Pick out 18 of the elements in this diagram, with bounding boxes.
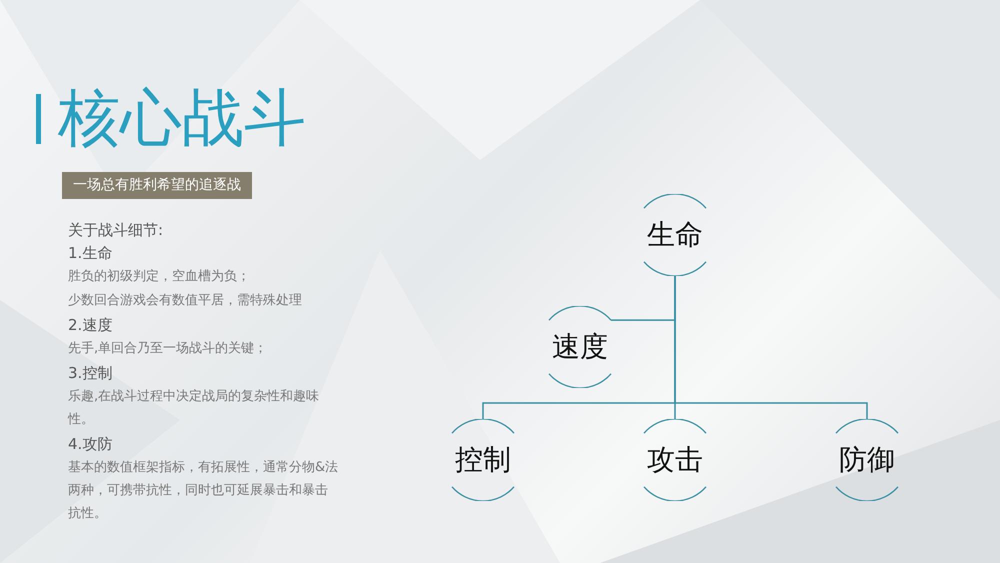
body-text: 先手,单回合乃至一场战斗的关键； xyxy=(68,340,268,358)
arc-circle-node: 速度 xyxy=(539,306,621,388)
title: 核心战斗 xyxy=(58,80,306,156)
section-heading: 4.攻防 xyxy=(68,434,114,455)
arc-circle-node: 生命 xyxy=(634,194,716,276)
connector-line xyxy=(674,276,868,419)
body-text: 乐趣,在战斗过程中决定战局的复杂性和趣味性。 xyxy=(68,388,320,429)
arc-circle-node: 防御 xyxy=(826,419,908,501)
body-text: 少数回合游戏会有数值平居，需特殊处理 xyxy=(68,292,303,310)
subtitle-banner: 一场总有胜利希望的追逐战 xyxy=(62,172,252,199)
section-heading: 3.控制 xyxy=(68,363,114,384)
body-text: 胜负的初级判定，空血槽为负； xyxy=(68,268,251,286)
arc-circle-node: 攻击 xyxy=(634,419,716,501)
body-text: 基本的数值框架指标，有拓展性，通常分物&法两种，可携带抗性，同时也可延展暴击和暴击抗性。 xyxy=(68,459,340,523)
section-heading: 关于战斗细节: xyxy=(68,220,164,241)
section-heading: 2.速度 xyxy=(68,315,114,336)
section-heading: 1.生命 xyxy=(68,243,114,264)
arc-circle-node: 控制 xyxy=(442,419,524,501)
